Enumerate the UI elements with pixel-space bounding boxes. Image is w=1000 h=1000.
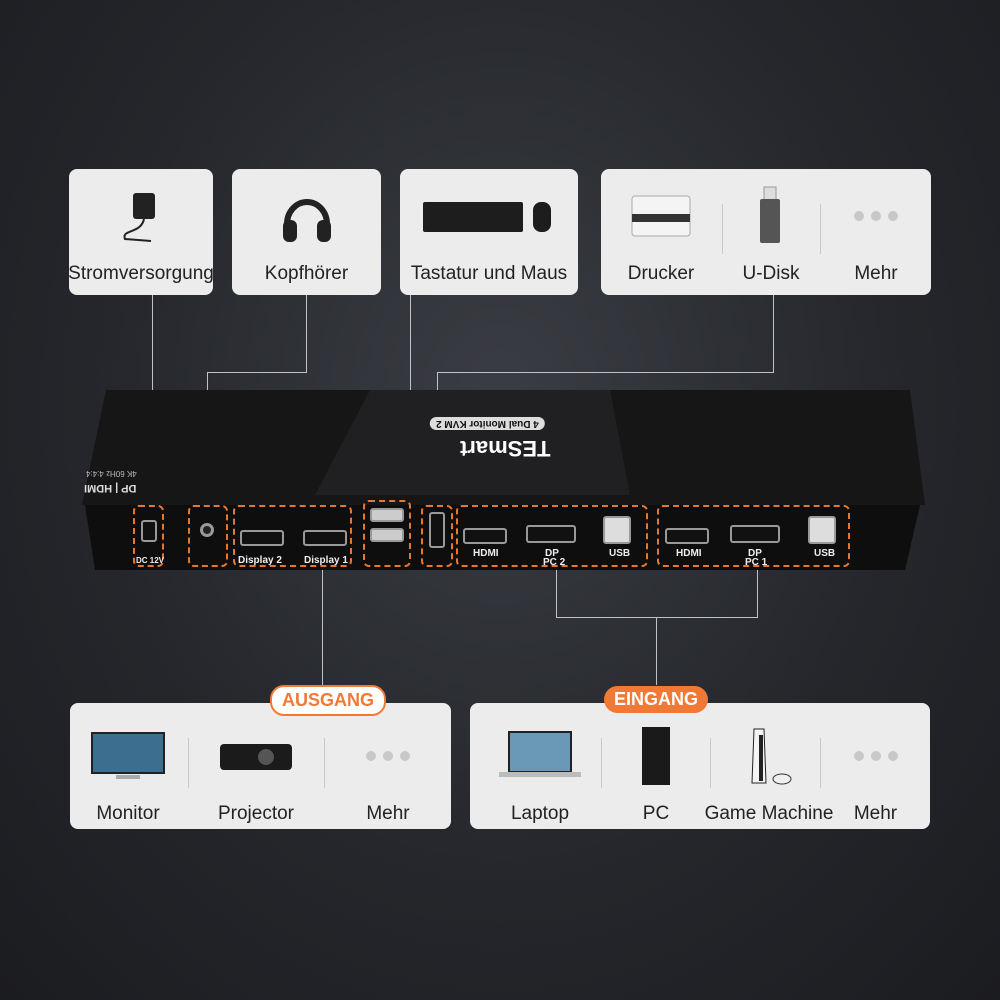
card-keyboard-mouse: Tastatur und Maus <box>400 169 578 295</box>
connector-line <box>556 617 758 618</box>
divider <box>820 738 821 788</box>
connector-line <box>437 372 774 373</box>
game-console-icon <box>744 721 794 791</box>
item-label: Mehr <box>366 803 410 824</box>
connector-line <box>207 372 307 373</box>
item-label: Kopfhörer <box>264 263 349 284</box>
item-label: U-Disk <box>742 263 800 284</box>
input-tag: EINGANG <box>604 686 709 713</box>
item-label: Projector <box>217 803 295 824</box>
connector-line <box>757 567 758 618</box>
keyboard-mouse-port-group <box>363 500 411 567</box>
more-dots-icon <box>853 721 898 791</box>
connector-line <box>773 295 774 373</box>
divider <box>710 738 711 788</box>
usb-a-port <box>429 512 445 548</box>
item-label: Mehr <box>854 263 898 284</box>
usb-a-port <box>370 528 404 542</box>
item-label: Mehr <box>853 803 898 824</box>
divider <box>820 204 821 254</box>
usb-drive-icon <box>756 181 786 251</box>
connector-line <box>556 567 557 618</box>
port-label: DC 12V <box>136 556 165 565</box>
displayport-port <box>526 525 576 543</box>
hdmi-port <box>303 530 347 546</box>
headphones-icon <box>279 181 335 251</box>
port-label: Display 1 <box>304 555 348 566</box>
port-label: Display 2 <box>238 555 282 566</box>
divider <box>188 738 189 788</box>
printer-icon <box>626 181 696 251</box>
item-label: Monitor <box>96 803 160 824</box>
item-label: Drucker <box>627 263 695 284</box>
side-sublabel: 4K 60Hz 4:4:4 <box>86 469 137 478</box>
power-adapter-icon <box>111 181 171 251</box>
port-label: USB <box>609 548 631 559</box>
card-power: Stromversorgung <box>68 169 214 295</box>
port-label: HDMI <box>473 548 499 559</box>
item-label: Laptop <box>510 803 570 824</box>
hdmi-port <box>463 528 507 544</box>
connector-line <box>656 617 657 685</box>
more-dots-icon <box>366 721 410 791</box>
divider <box>324 738 325 788</box>
port-label: PC 2 <box>543 557 566 568</box>
hdmi-port <box>240 530 284 546</box>
card-usb-devices: Drucker U-Disk Mehr <box>601 169 931 295</box>
hdmi-port <box>665 528 709 544</box>
displayport-port <box>730 525 780 543</box>
monitor-icon <box>90 721 166 791</box>
projector-icon <box>216 721 296 791</box>
port-label: DP <box>748 548 762 559</box>
port-label: PC 1 <box>745 557 768 568</box>
connector-line <box>322 567 323 685</box>
dc-power-jack <box>141 520 157 542</box>
pc2-port-group <box>456 505 648 567</box>
output-tag: AUSGANG <box>270 685 387 716</box>
item-label: Stromversorgung <box>68 263 214 284</box>
audio-jack <box>200 523 214 537</box>
usb-b-port <box>808 516 836 544</box>
item-label: Game Machine <box>704 803 834 824</box>
pc-tower-icon <box>636 721 676 791</box>
port-label: DP <box>545 548 559 559</box>
laptop-icon <box>495 721 585 791</box>
dc-port-group <box>133 505 164 567</box>
model-label: 4 Dual Monitor KVM 2 <box>430 417 545 430</box>
usb-b-port <box>603 516 631 544</box>
port-label: USB <box>814 548 836 559</box>
connector-line <box>306 295 307 373</box>
side-label: DP | HDMI <box>84 482 137 494</box>
pc1-port-group <box>657 505 850 567</box>
card-headphones: Kopfhörer <box>232 169 381 295</box>
audio-port-group <box>188 505 228 567</box>
keyboard-mouse-icon <box>419 181 559 251</box>
brand-logo: TESmart <box>460 436 551 461</box>
port-label: HDMI <box>676 548 702 559</box>
item-label: PC <box>642 803 670 824</box>
divider <box>601 738 602 788</box>
card-output: Monitor Projector Mehr <box>70 703 451 829</box>
divider <box>722 204 723 254</box>
item-label: Tastatur und Maus <box>410 263 568 284</box>
usb-port-group <box>421 505 453 567</box>
usb-a-port <box>370 508 404 522</box>
card-input: Laptop PC Game Machine Mehr <box>470 703 930 829</box>
display-port-group <box>233 505 352 567</box>
more-dots-icon <box>854 181 898 251</box>
